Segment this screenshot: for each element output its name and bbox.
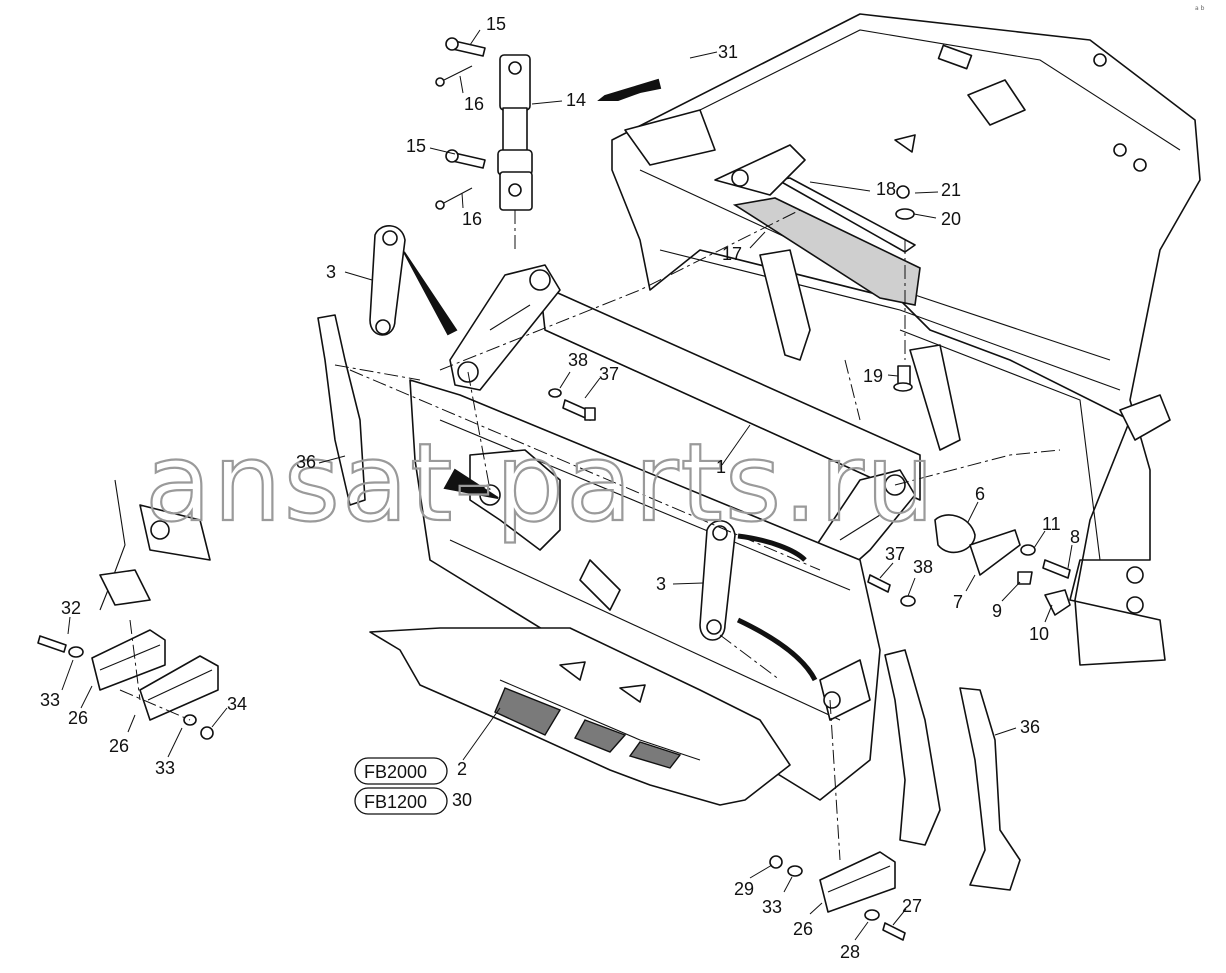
watermark: ansat-parts.ru <box>145 421 936 546</box>
callout-32: 32 <box>61 598 81 618</box>
callout-15-top: 15 <box>486 14 506 34</box>
callout-30: 30 <box>452 790 472 810</box>
skid-plate-part-2 <box>369 627 791 806</box>
skid-shoe-part-26-left-a <box>91 629 166 691</box>
callout-33-left-b: 33 <box>155 758 175 778</box>
vertical-bracket-mid <box>884 649 941 846</box>
callout-27: 27 <box>902 896 922 916</box>
callout-26-left-a: 26 <box>68 708 88 728</box>
callout-20: 20 <box>941 209 961 229</box>
callout-14: 14 <box>566 90 586 110</box>
hydraulic-cylinder-part-14 <box>497 54 533 211</box>
callout-1: 1 <box>716 457 726 477</box>
pivot-bracket-left <box>449 264 561 391</box>
callout-3-lower: 3 <box>656 574 666 594</box>
vertical-bracket-part-36-right <box>959 687 1021 891</box>
model-code-fb2000: FB2000 <box>354 757 448 785</box>
callout-2: 2 <box>457 759 467 779</box>
leader-lines <box>61 29 1073 941</box>
model-code-fb1200: FB1200 <box>354 787 448 815</box>
left-frame-remnant <box>99 479 211 611</box>
callout-36-right: 36 <box>1020 717 1040 737</box>
callout-labels: 15 16 14 31 15 16 18 21 20 17 3 38 37 19… <box>40 14 1080 962</box>
main-beam-part-1 <box>539 284 921 501</box>
callout-10: 10 <box>1029 624 1049 644</box>
callout-19: 19 <box>863 366 883 386</box>
callout-15-mid: 15 <box>406 136 426 156</box>
callout-3-upper: 3 <box>326 262 336 282</box>
callout-38-upper: 38 <box>568 350 588 370</box>
callout-37-lower: 37 <box>885 544 905 564</box>
callout-17: 17 <box>722 244 742 264</box>
direction-arrows <box>403 78 818 682</box>
skid-shoe-part-26-left-b <box>139 655 219 721</box>
callout-28: 28 <box>840 942 860 962</box>
callout-26-bottom: 26 <box>793 919 813 939</box>
shield-plate-part-17 <box>732 197 921 306</box>
center-lines <box>119 209 1061 861</box>
vertical-bracket-part-36-left <box>317 314 366 506</box>
callout-33-bottom: 33 <box>762 897 782 917</box>
callout-9: 9 <box>992 601 1002 621</box>
callout-18: 18 <box>876 179 896 199</box>
callout-31: 31 <box>718 42 738 62</box>
callout-38-lower: 38 <box>913 557 933 577</box>
callout-7: 7 <box>953 592 963 612</box>
skid-shoe-part-26-bottom <box>819 851 896 913</box>
callout-34: 34 <box>227 694 247 714</box>
callout-21: 21 <box>941 180 961 200</box>
corner-mark: a b <box>1195 5 1205 12</box>
callout-29: 29 <box>734 879 754 899</box>
callout-11: 11 <box>1042 514 1061 534</box>
header-frame <box>409 379 881 801</box>
bracket-upper-right <box>624 109 961 451</box>
model-code-fb2000-label: FB2000 <box>364 762 427 782</box>
model-code-fb1200-label: FB1200 <box>364 792 427 812</box>
callout-26-left-b: 26 <box>109 736 129 756</box>
link-arm-part-3-lower <box>699 520 736 641</box>
callout-37-upper: 37 <box>599 364 619 384</box>
callout-16-top: 16 <box>464 94 484 114</box>
callout-36-left: 36 <box>296 452 316 472</box>
skid-shoe-hardware <box>37 635 906 941</box>
callout-16-mid: 16 <box>462 209 482 229</box>
callout-6: 6 <box>975 484 985 504</box>
callout-33-left: 33 <box>40 690 60 710</box>
link-arm-part-3-upper <box>369 225 406 336</box>
callout-8: 8 <box>1070 527 1080 547</box>
